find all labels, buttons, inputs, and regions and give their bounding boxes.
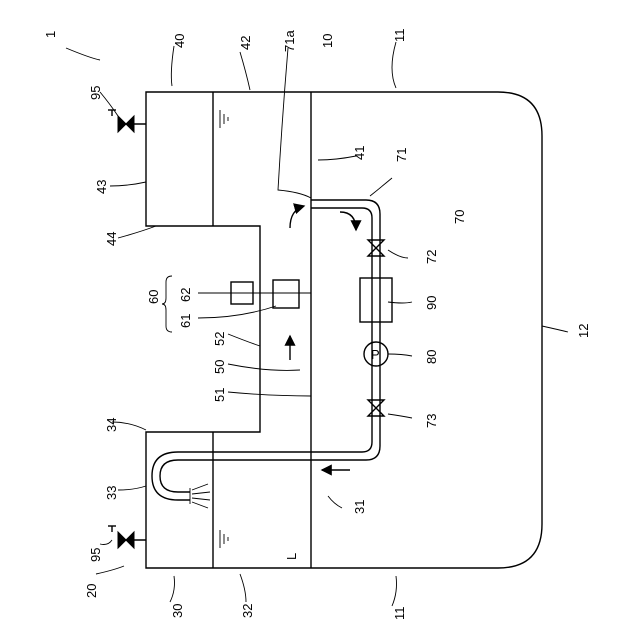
label-sensor-62: 62 <box>178 288 193 302</box>
label-sensor-61: 61 <box>178 314 193 328</box>
label-apparatus: 10 <box>320 34 335 48</box>
label-unit-bottom-liquid: 32 <box>240 604 255 618</box>
label-channel-51: 51 <box>212 388 227 402</box>
label-unit-top-step: 44 <box>104 232 119 246</box>
label-unit-bottom: 30 <box>170 604 185 618</box>
label-valve-right: 95 <box>88 86 103 100</box>
filter-90 <box>360 278 392 322</box>
pump-symbol: P <box>371 347 380 362</box>
liquid-level-top <box>220 110 228 128</box>
label-pump: 80 <box>424 350 439 364</box>
valve-95-bottom <box>108 526 146 548</box>
label-inner-top: 41 <box>352 146 367 160</box>
label-valve-72: 72 <box>424 250 439 264</box>
flow-arrow-down <box>340 212 356 230</box>
leader-lines <box>66 42 568 606</box>
label-system: 1 <box>43 31 58 38</box>
label-filter: 90 <box>424 296 439 310</box>
label-valve-73: 73 <box>424 414 439 428</box>
label-channel-52: 52 <box>212 332 227 346</box>
valve-73 <box>368 400 384 416</box>
label-pipe-71: 71 <box>394 148 409 162</box>
label-unit-bottom-step: 34 <box>104 418 119 432</box>
housing-outline <box>146 92 542 568</box>
brace-60 <box>162 276 172 332</box>
spray-nozzle <box>190 484 210 508</box>
label-liquid-mark: L <box>284 553 299 560</box>
label-circuit: 70 <box>452 210 467 224</box>
label-unit-bottom-side: 33 <box>104 486 119 500</box>
label-unit-top: 40 <box>172 34 187 48</box>
label-outline-top: 11 <box>392 29 407 43</box>
label-unit-top-liquid: 42 <box>238 36 253 50</box>
valve-95-top <box>108 110 146 132</box>
label-brace: 60 <box>146 290 161 304</box>
label-channel-50: 50 <box>212 360 227 374</box>
pipe-circuit-inner <box>152 208 372 500</box>
label-pipe-top: 71a <box>282 30 297 52</box>
flow-arrow-curve <box>290 206 304 228</box>
valve-72 <box>368 240 384 256</box>
label-housing: 12 <box>576 324 591 338</box>
pipe-circuit <box>160 200 380 492</box>
label-unit-top-side: 43 <box>94 180 109 194</box>
label-outline-bottom: 11 <box>392 607 407 621</box>
label-valve-left: 95 <box>88 548 103 562</box>
label-unit-left-end: 20 <box>84 584 99 598</box>
sensor-61 <box>273 280 299 308</box>
liquid-level-bottom <box>220 530 228 548</box>
label-inner-bottom: 31 <box>352 500 367 514</box>
